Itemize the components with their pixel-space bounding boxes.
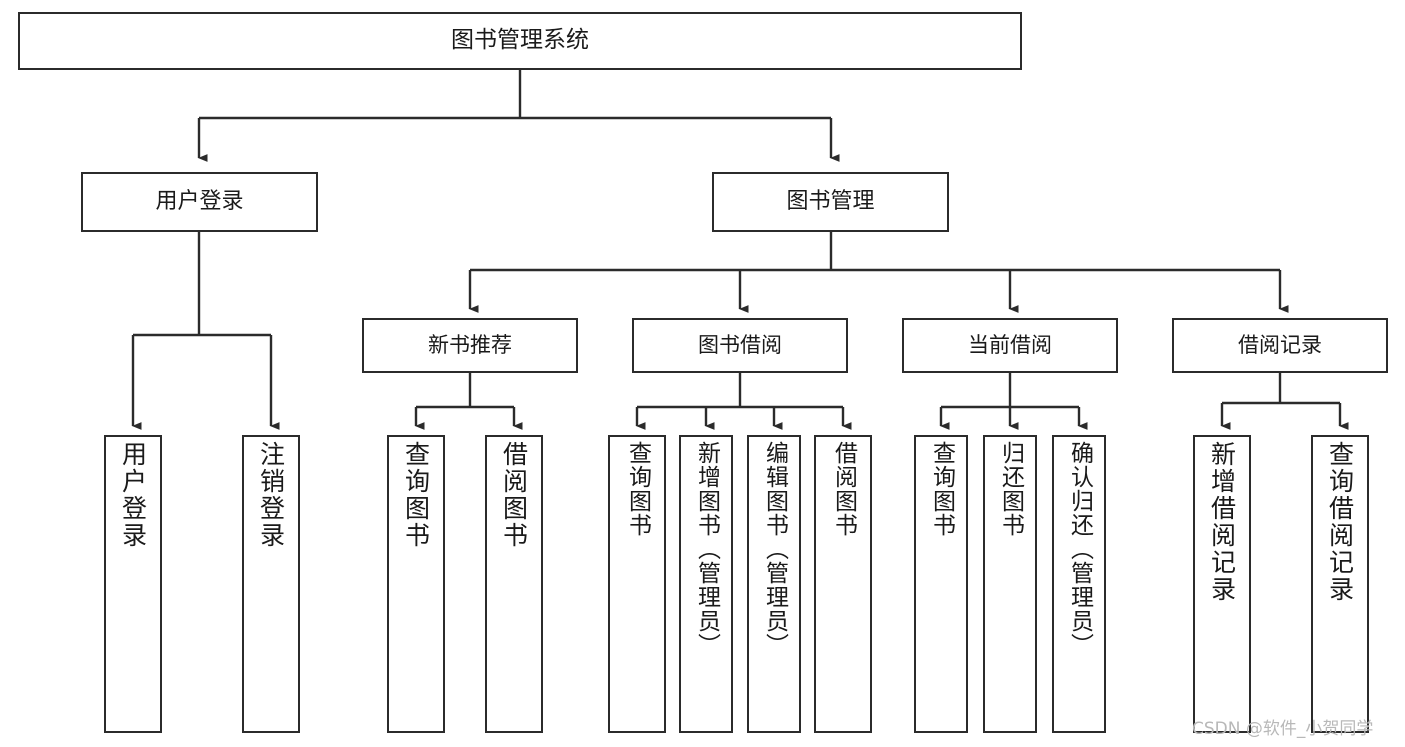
leaf-query-book-recommend[interactable]: 查询图书 xyxy=(387,435,445,733)
node-label: 归还图书 xyxy=(997,441,1024,537)
node-book-management[interactable]: 图书管理 xyxy=(712,172,949,232)
node-label: 查询图书 xyxy=(624,441,651,537)
node-user-login[interactable]: 用户登录 xyxy=(81,172,318,232)
node-label: 编辑图书（管理员） xyxy=(761,441,788,657)
node-label: 新增借阅记录 xyxy=(1207,441,1237,603)
leaf-query-borrow-record[interactable]: 查询借阅记录 xyxy=(1311,435,1369,733)
leaf-add-borrow-record[interactable]: 新增借阅记录 xyxy=(1193,435,1251,733)
node-label: 当前借阅 xyxy=(968,333,1052,358)
node-label: 查询借阅记录 xyxy=(1325,441,1355,603)
node-label: 图书借阅 xyxy=(698,333,782,358)
node-label: 图书管理 xyxy=(786,189,875,215)
node-label: 确认归还（管理员） xyxy=(1066,441,1093,657)
node-label: 图书管理系统 xyxy=(451,27,589,54)
node-label: 用户登录 xyxy=(155,189,244,215)
leaf-borrow-book-recommend[interactable]: 借阅图书 xyxy=(485,435,543,733)
node-borrow-record[interactable]: 借阅记录 xyxy=(1172,318,1388,373)
leaf-edit-book-admin[interactable]: 编辑图书（管理员） xyxy=(747,435,801,733)
leaf-add-book-admin[interactable]: 新增图书（管理员） xyxy=(679,435,733,733)
node-current-borrow[interactable]: 当前借阅 xyxy=(902,318,1118,373)
leaf-user-login[interactable]: 用户登录 xyxy=(104,435,162,733)
watermark: CSDN @软件_小贺同学 xyxy=(1192,719,1374,739)
leaf-confirm-return-admin[interactable]: 确认归还（管理员） xyxy=(1052,435,1106,733)
leaf-return-book[interactable]: 归还图书 xyxy=(983,435,1037,733)
node-new-book-recommend[interactable]: 新书推荐 xyxy=(362,318,578,373)
node-label: 借阅图书 xyxy=(830,441,857,537)
node-label: 新增图书（管理员） xyxy=(693,441,720,657)
node-label: 借阅记录 xyxy=(1238,333,1322,358)
node-book-borrow[interactable]: 图书借阅 xyxy=(632,318,848,373)
leaf-query-book-borrow[interactable]: 查询图书 xyxy=(608,435,666,733)
node-label: 借阅图书 xyxy=(499,441,529,549)
leaf-user-logout[interactable]: 注销登录 xyxy=(242,435,300,733)
node-root-system[interactable]: 图书管理系统 xyxy=(18,12,1022,70)
node-label: 注销登录 xyxy=(256,441,286,549)
node-label: 用户登录 xyxy=(118,441,148,549)
leaf-query-book-current[interactable]: 查询图书 xyxy=(914,435,968,733)
leaf-borrow-book-borrow[interactable]: 借阅图书 xyxy=(814,435,872,733)
node-label: 新书推荐 xyxy=(428,333,512,358)
node-label: 查询图书 xyxy=(401,441,431,549)
node-label: 查询图书 xyxy=(928,441,955,537)
